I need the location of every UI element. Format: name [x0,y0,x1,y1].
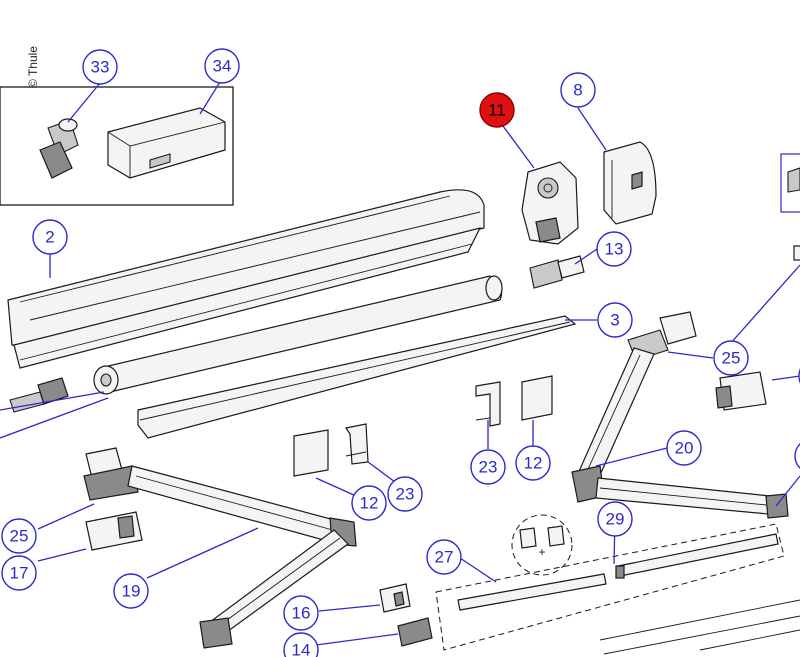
part-16-clip [379,583,411,613]
callout-8[interactable]: 8 [560,72,596,108]
part-25-right-bracket [715,371,767,411]
callout-13[interactable]: 13 [596,231,632,267]
callout-2-circle [32,219,68,255]
callout-3-circle [597,302,633,338]
callout-33[interactable]: 33 [82,49,118,85]
part-13-adapter [529,255,585,289]
part-23-bracket-mid [475,381,501,427]
inset-box [0,86,234,206]
part-roller-tube [93,275,503,395]
callout-11-circle [479,92,515,128]
callout-12-mid[interactable]: 12 [515,445,551,481]
callout-25-left-label: 25 [10,527,29,546]
callout-27-label: 27 [435,548,454,567]
callout-23-mid-label: 23 [479,458,498,477]
callout-34-circle [204,48,240,84]
callout-17-circle [1,555,37,591]
right-small-part [793,245,800,261]
part-33-connector [39,118,79,179]
callout-19-label: 19 [122,582,141,601]
callout-29[interactable]: 29 [597,501,633,537]
part-8-end-cap [603,141,657,225]
callout-34[interactable]: 34 [204,48,240,84]
callout-23-mid[interactable]: 23 [470,449,506,485]
callout-25-right-label: 25 [722,349,741,368]
part-11-motor [521,161,579,245]
callout-13-label: 13 [605,240,624,259]
callout-2-label: 2 [45,228,54,247]
leader-lines [0,81,800,646]
callout-25-right-circle [713,340,749,376]
part-34-control-box [107,107,226,179]
svg-text:+: + [538,545,545,559]
callout-27-circle [426,539,462,575]
callout-11[interactable]: 11 [479,92,515,128]
part-20-right-arm [571,311,789,519]
callout-20[interactable]: 20 [666,430,702,466]
callout-11-label: 11 [488,101,506,120]
part-3-strip [137,315,577,439]
callout-14-label: 14 [292,641,311,657]
callout-14-circle [283,632,319,657]
callout-33-label: 33 [91,58,110,77]
callout-8-label: 8 [573,81,582,100]
callout-16-label: 16 [292,604,311,623]
part-12-plate-mid [521,375,553,421]
callout-16[interactable]: 16 [283,595,319,631]
callout-13-circle [596,231,632,267]
part-bottom-rails [599,599,800,655]
callout-29-label: 29 [606,510,625,529]
callout-29-circle [597,501,633,537]
callout-25-left[interactable]: 25 [1,518,37,554]
part-2-front-profile [7,189,485,369]
callout-25-left-circle [1,518,37,554]
callout-17-label: 17 [10,564,29,583]
callout-3[interactable]: 3 [597,302,633,338]
callout-19-circle [113,573,149,609]
part-17-left-bracket [85,511,143,551]
callout-25-right[interactable]: 25 [713,340,749,376]
callout-16-circle [283,595,319,631]
part-19-left-arm [83,447,357,649]
part-23-bracket-left [345,423,369,465]
callout-33-circle [82,49,118,85]
callout-23-left[interactable]: 23 [387,476,423,512]
callout-23-mid-circle [470,449,506,485]
right-inset-box [780,153,800,213]
callout-20-circle [666,430,702,466]
callout-14[interactable]: 14 [283,632,319,657]
callout-23-left-circle [387,476,423,512]
part-dashed-detail: + [511,514,573,576]
callout-23-left-label: 23 [396,485,415,504]
callout-19[interactable]: 19 [113,573,149,609]
callout-12-left-label: 12 [360,494,379,513]
callout-17[interactable]: 17 [1,555,37,591]
callout-12-mid-label: 12 [524,454,543,473]
right-bracket-part [787,167,800,193]
callout-27[interactable]: 27 [426,539,462,575]
callout-12-mid-circle [515,445,551,481]
callout-12-left[interactable]: 12 [351,485,387,521]
callout-34-label: 34 [213,57,232,76]
part-27-kit [435,523,785,651]
callout-2[interactable]: 2 [32,219,68,255]
callout-3-label: 3 [610,311,619,330]
part-14-clip [397,617,433,647]
callout-8-circle [560,72,596,108]
callout-12-left-circle [351,485,387,521]
part-12-plate-left [293,429,329,477]
callout-20-label: 20 [675,439,694,458]
